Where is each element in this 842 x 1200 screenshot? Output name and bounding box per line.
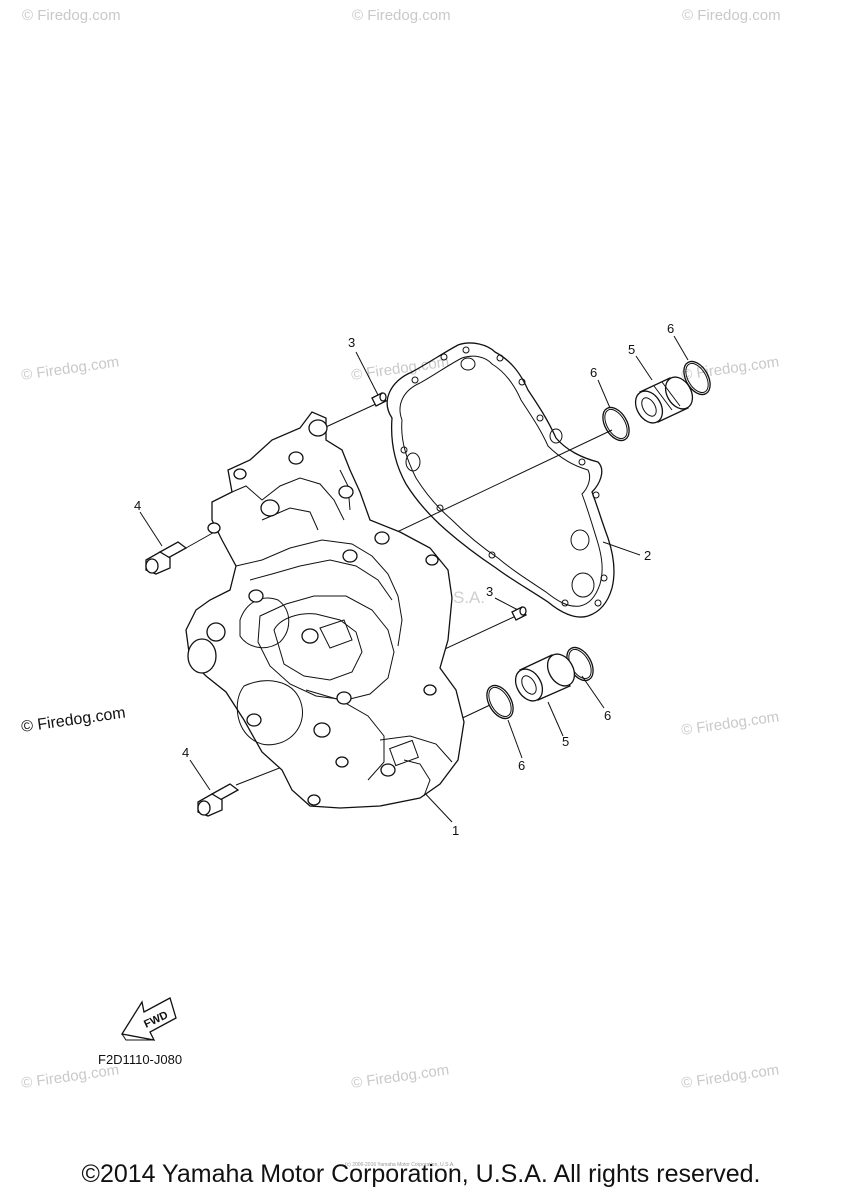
callout-leader [547, 701, 564, 737]
collar-part-5-top [634, 376, 694, 424]
watermark-text: © Firedog.com [680, 1061, 780, 1092]
callout-6-top-left: 6 [590, 365, 597, 380]
callout-leader [507, 719, 523, 759]
watermark-text: © Firedog.com [350, 1061, 450, 1092]
fwd-arrow: FWD [120, 997, 177, 1041]
callout-6-top-right: 6 [667, 321, 674, 336]
watermark-text: © Firedog.com [20, 353, 120, 384]
crankcase-cover-part-1 [185, 411, 465, 809]
callout-leader [673, 335, 689, 361]
callout-5-top: 5 [628, 342, 635, 357]
callout-5-bottom: 5 [562, 734, 569, 749]
callout-leader [355, 351, 379, 396]
bolt-part-4-bottom [197, 783, 240, 817]
callout-leader [581, 675, 605, 709]
o-ring-part-6-bottom-left [486, 684, 514, 720]
callout-leader [635, 355, 653, 381]
callout-4-top: 4 [134, 498, 141, 513]
callout-leader [189, 759, 211, 791]
callout-6-bottom-right: 6 [604, 708, 611, 723]
gasket-part-2 [386, 342, 615, 618]
watermark-text: © Firedog.com [22, 7, 121, 24]
diagram-code: F2D1110-J080 [98, 1052, 182, 1067]
copyright-notice: ©2014 Yamaha Motor Corporation, U.S.A. A… [81, 1160, 761, 1188]
bolt-part-4-top [145, 541, 188, 575]
watermark-text: © Firedog.com [680, 708, 780, 739]
callout-6-bottom-left: 6 [518, 758, 525, 773]
dowel-pin-part-3-mid [511, 606, 527, 621]
dowel-pin-part-3-top [371, 392, 387, 407]
callout-1: 1 [452, 823, 459, 838]
watermark-text: © Firedog.com [352, 7, 451, 24]
tiny-footer-text: (c) 2006-2016 Yamaha Motor Corporation, … [345, 1162, 455, 1168]
callout-leader [139, 511, 163, 547]
watermark-text: © Firedog.com [680, 353, 780, 384]
callout-leader [597, 379, 611, 409]
callout-leader [602, 541, 641, 556]
callout-4-bottom: 4 [182, 745, 189, 760]
callout-2: 2 [644, 548, 651, 563]
callout-labels: 1 2 3 3 4 4 5 5 6 6 6 6 [134, 321, 674, 838]
collar-part-5-bottom [514, 653, 576, 702]
watermark-text: © Firedog.com [682, 7, 781, 24]
callout-leader [494, 597, 519, 611]
o-ring-part-6-top-left [602, 406, 630, 442]
callout-3-top: 3 [348, 335, 355, 350]
callout-3-mid: 3 [486, 584, 493, 599]
watermark-dark-text: © Firedog.com [20, 704, 126, 735]
